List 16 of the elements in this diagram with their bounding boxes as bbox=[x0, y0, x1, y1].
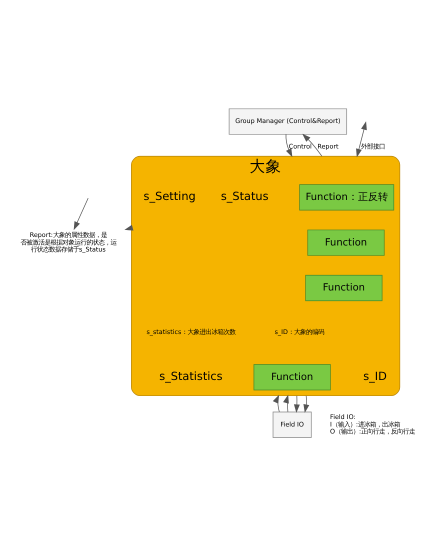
arrow bbox=[303, 394, 310, 412]
node-text: s_Status bbox=[220, 188, 269, 203]
node-text: s_Setting bbox=[144, 188, 196, 203]
node-box: Function：正反转 bbox=[299, 184, 394, 210]
arrow bbox=[356, 120, 367, 157]
node-box: Function bbox=[254, 364, 331, 390]
node-box: Function bbox=[307, 229, 385, 256]
node-box: Function bbox=[305, 274, 382, 301]
node-text: s_Statistics bbox=[159, 368, 223, 382]
arrow bbox=[272, 394, 280, 412]
node-text: s_ID bbox=[363, 368, 387, 382]
arrow bbox=[283, 394, 289, 412]
arrow bbox=[74, 197, 89, 230]
arrow bbox=[302, 133, 322, 156]
arrow bbox=[286, 134, 292, 157]
arrow bbox=[294, 394, 300, 412]
